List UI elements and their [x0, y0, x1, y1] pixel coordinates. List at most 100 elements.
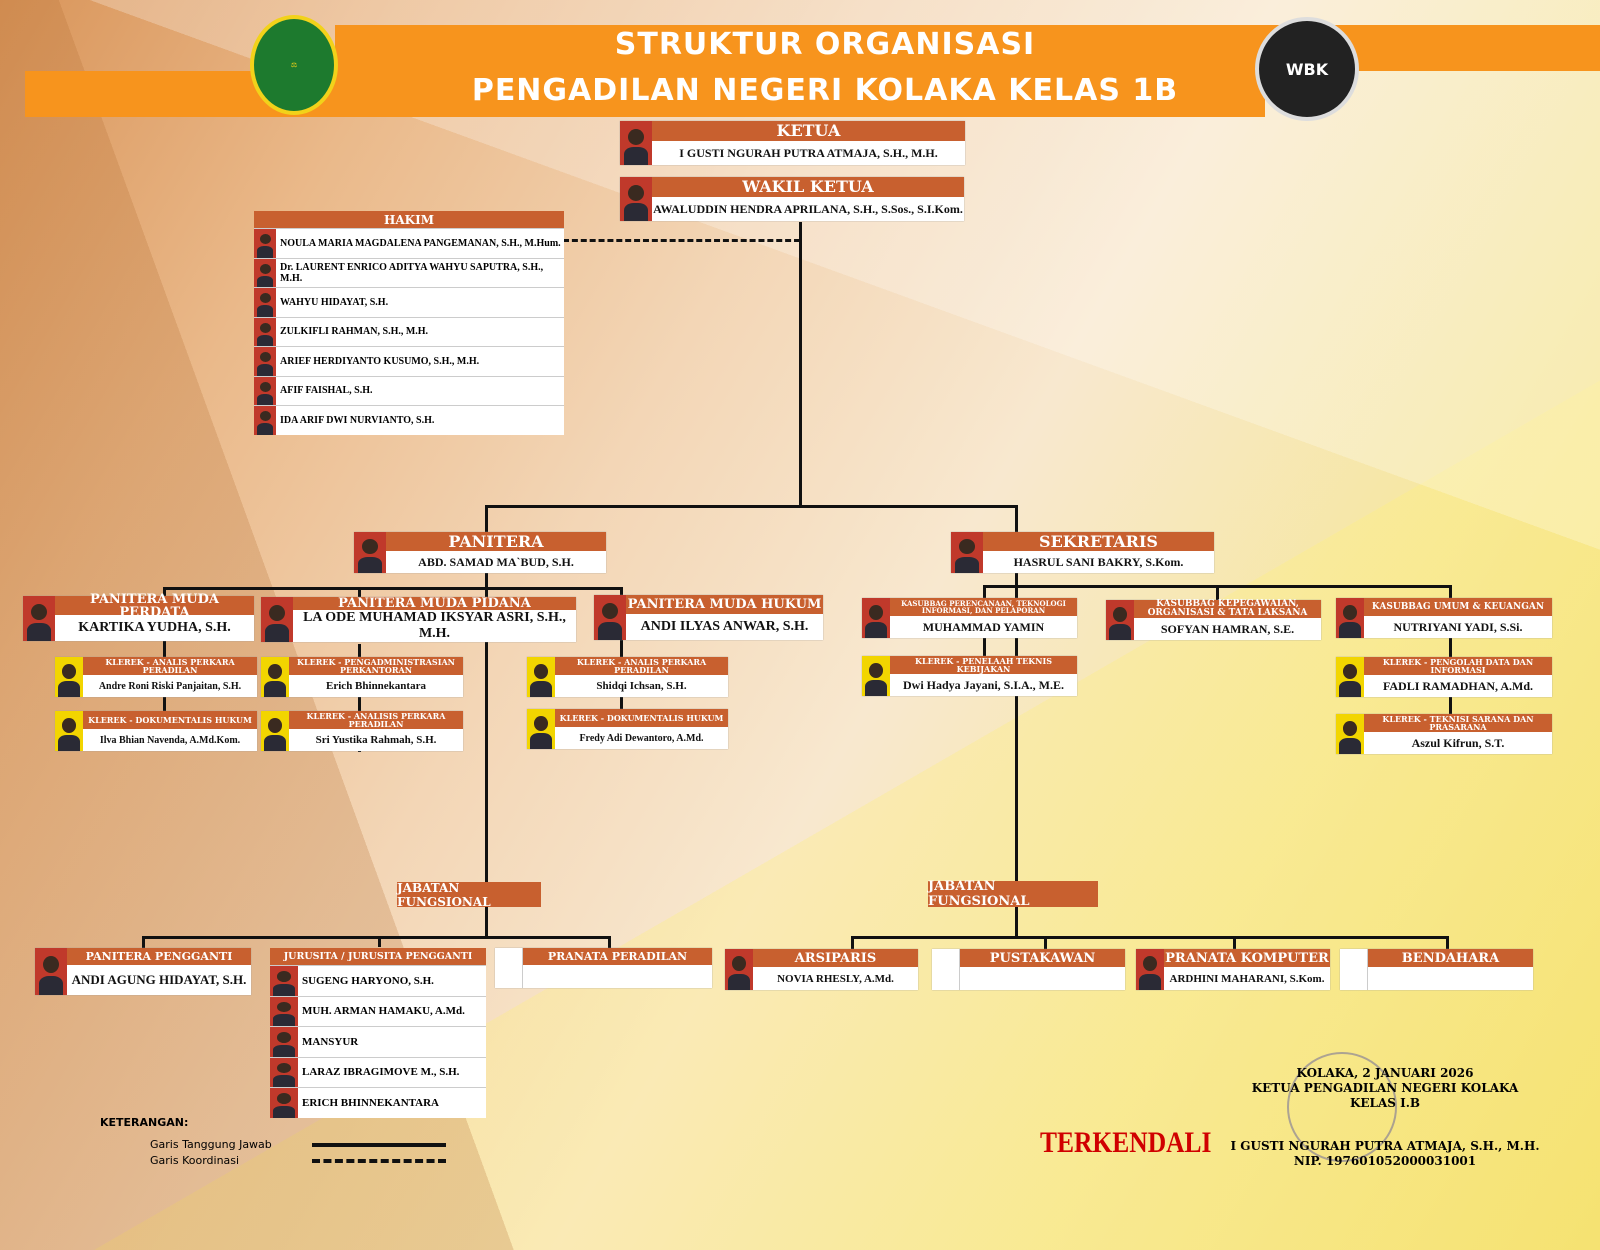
card-kasubbag2: KASUBBAG KEPEGAWAIAN, ORGANISASI & TATA … — [1106, 600, 1321, 640]
person-photo — [354, 532, 386, 573]
person-photo — [1336, 714, 1364, 754]
card-title: PANITERA PENGGANTI — [67, 948, 251, 965]
member-name: AFIF FAISHAL, S.H. — [280, 385, 373, 397]
person-photo — [1106, 600, 1134, 640]
person-photo — [254, 406, 276, 435]
card-name: ARDHINI MAHARANI, S.Kom. — [1169, 972, 1325, 985]
list-item: IDA ARIF DWI NURVIANTO, S.H. — [254, 405, 564, 435]
legend-solid-line — [312, 1143, 446, 1147]
person-photo — [23, 596, 55, 641]
signature-class: KELAS I.B — [1349, 1096, 1421, 1110]
member-name: NOULA MARIA MAGDALENA PANGEMANAN, S.H., … — [280, 237, 561, 249]
signature-name: I GUSTI NGURAH PUTRA ATMAJA, S.H., M.H. — [1230, 1139, 1540, 1153]
card-name: FADLI RAMADHAN, A.Md. — [1382, 678, 1534, 693]
person-photo — [1336, 657, 1364, 697]
court-logo: ⚖ — [250, 15, 338, 115]
person-photo — [270, 966, 298, 996]
person-photo — [254, 258, 276, 287]
legend-title: KETERANGAN: — [100, 1116, 189, 1129]
card-k-umum1: KLEREK - PENGOLAH DATA DAN INFORMASI FADL… — [1336, 657, 1552, 697]
person-photo — [1340, 949, 1368, 990]
card-title: KLEREK - PENELAAH TEKNIS KEBIJAKAN — [890, 656, 1077, 674]
list-item: ZULKIFLI RAHMAN, S.H., M.H. — [254, 316, 564, 346]
member-name: MANSYUR — [302, 1035, 359, 1048]
jabatan-fungsional-label-right: JABATAN FUNGSIONAL — [928, 879, 1098, 909]
person-photo — [261, 657, 289, 697]
person-photo — [270, 996, 298, 1026]
responsibility-line — [163, 587, 166, 597]
card-name — [523, 965, 712, 988]
card-name: Fredy Adi Dewantoro, A.Md. — [579, 732, 704, 744]
responsibility-line — [620, 587, 623, 597]
responsibility-line — [485, 505, 1018, 508]
card-title: KETUA — [652, 121, 965, 141]
card-title: KASUBBAG UMUM & KEUANGAN — [1364, 598, 1552, 616]
responsibility-line — [1216, 585, 1219, 600]
coordination-line — [563, 239, 800, 242]
card-title: KLEREK - PENGOLAH DATA DAN INFORMASI — [1364, 657, 1552, 675]
card-title: PANITERA MUDA PIDANA — [293, 597, 576, 610]
responsibility-line — [378, 936, 381, 947]
person-photo — [55, 657, 83, 697]
person-photo — [862, 598, 890, 638]
card-name: Sri Yustika Rahmah, S.H. — [315, 734, 437, 746]
card-title: PUSTAKAWAN — [960, 949, 1125, 967]
list-item: AFIF FAISHAL, S.H. — [254, 375, 564, 405]
card-title: KASUBBAG PERENCANAAN, TEKNOLOGI INFORMAS… — [890, 598, 1077, 616]
person-photo — [1136, 949, 1164, 990]
person-photo — [495, 948, 523, 988]
person-photo — [527, 657, 555, 697]
list-item: WAHYU HIDAYAT, S.H. — [254, 287, 564, 317]
header-title-line1: STRUKTUR ORGANISASI — [614, 27, 1036, 62]
card-title: PANITERA MUDA HUKUM — [626, 595, 823, 614]
signature-nip: NIP. 197601052000031001 — [1293, 1154, 1477, 1168]
responsibility-line — [1044, 936, 1047, 949]
list-item: ARIEF HERDIYANTO KUSUMO, S.H., M.H. — [254, 346, 564, 376]
card-k-ptip: KLEREK - PENELAAH TEKNIS KEBIJAKAN Dwi Ha… — [862, 656, 1077, 696]
header-banner: STRUKTUR ORGANISASI PENGADILAN NEGERI KO… — [25, 15, 1600, 121]
legend-solid-label: Garis Tanggung Jawab — [150, 1138, 272, 1151]
card-pustakawan: PUSTAKAWAN — [932, 949, 1125, 990]
card-name: Erich Bhinnekantara — [326, 680, 426, 692]
person-photo — [35, 948, 67, 995]
list-item: LARAZ IBRAGIMOVE M., S.H. — [270, 1056, 486, 1087]
card-name: KARTIKA YUDHA, S.H. — [78, 620, 231, 635]
responsibility-line — [358, 587, 361, 597]
member-name: ERICH BHINNEKANTARA — [302, 1096, 440, 1109]
person-photo — [862, 656, 890, 696]
person-photo — [270, 1057, 298, 1087]
card-title: KLEREK - TEKNISI SARANA DAN PRASARANA — [1364, 714, 1552, 732]
official-seal — [1287, 1052, 1397, 1162]
person-photo — [254, 376, 276, 405]
card-title: KLEREK - ANALIS PERKARA PERADILAN — [555, 657, 728, 675]
list-item: SUGENG HARYONO, S.H. — [270, 965, 486, 996]
responsibility-line — [851, 936, 854, 949]
person-photo — [725, 949, 753, 990]
card-title: KLEREK - PENGADMINISTRASIAN PERKANTORAN — [289, 657, 463, 675]
card-title: KLEREK - ANALIS PERKARA PERADILAN — [83, 657, 257, 675]
card-name: ABD. SAMAD MA`BUD, S.H. — [418, 554, 574, 569]
person-photo — [261, 597, 293, 642]
responsibility-line — [851, 936, 1449, 939]
list-item: NOULA MARIA MAGDALENA PANGEMANAN, S.H., … — [254, 228, 564, 258]
list-item: MANSYUR — [270, 1026, 486, 1057]
card-title: KLEREK - ANALISIS PERKARA PERADILAN — [289, 711, 463, 729]
person-photo — [270, 1088, 298, 1118]
card-title: KASUBBAG KEPEGAWAIAN, ORGANISASI & TATA … — [1134, 600, 1321, 618]
signature-position: KETUA PENGADILAN NEGERI KOLAKA — [1251, 1081, 1519, 1095]
person-photo — [254, 347, 276, 376]
card-k-pidana2: KLEREK - ANALISIS PERKARA PERADILAN Sri Y… — [261, 711, 463, 751]
card-name: Dwi Hadya Jayani, S.I.A., M.E. — [902, 677, 1065, 692]
signature-block: KOLAKA, 2 JANUARI 2026 KETUA PENGADILAN … — [1230, 1066, 1540, 1169]
